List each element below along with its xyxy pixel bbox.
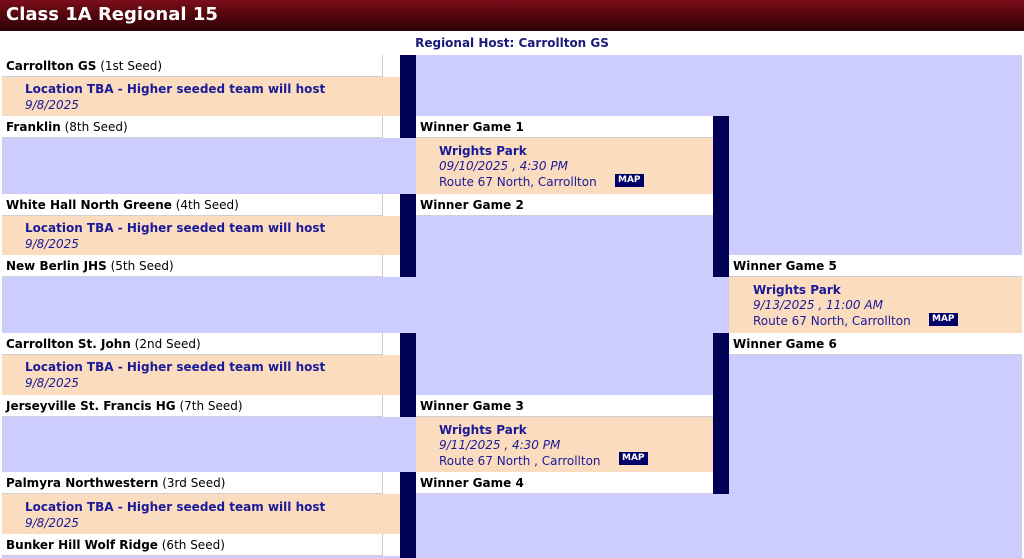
- score-cell: [382, 534, 400, 556]
- score-cell: [382, 472, 400, 494]
- bracket-team-slot: Winner Game 5: [729, 255, 1022, 277]
- winner-placeholder: Winner Game 3: [420, 399, 524, 413]
- winner-placeholder: Winner Game 2: [420, 198, 524, 212]
- game-location-box: [2, 355, 400, 395]
- venue-name: Wrights Park: [439, 423, 527, 437]
- score-cell: [382, 116, 400, 138]
- bracket-team-slot: Winner Game 4: [416, 472, 713, 494]
- regional-host-label: Regional Host: Carrollton GS: [415, 36, 609, 50]
- winner-placeholder: Winner Game 6: [733, 337, 837, 351]
- bracket-team-slot: Carrollton St. John (2nd Seed): [2, 333, 382, 355]
- game-location-title: Location TBA - Higher seeded team will h…: [25, 500, 326, 514]
- bracket-team-slot: Bunker Hill Wolf Ridge (6th Seed): [2, 534, 382, 556]
- game-location-title: Location TBA - Higher seeded team will h…: [25, 360, 326, 374]
- team-seed: (6th Seed): [161, 538, 225, 552]
- bracket-connector: [400, 333, 416, 417]
- bracket-connector: [713, 116, 729, 277]
- game-location-box: [416, 417, 713, 472]
- page-title: Class 1A Regional 15: [6, 4, 218, 25]
- venue-address: Route 67 North, Carrollton: [439, 175, 597, 189]
- bracket-team-slot: Winner Game 6: [729, 333, 1022, 355]
- game-datetime: 9/11/2025 , 4:30 PM: [439, 438, 561, 452]
- score-cell: [382, 333, 400, 355]
- game-location-box: [729, 277, 1022, 333]
- team-seed: (5th Seed): [110, 259, 174, 273]
- page-header: Class 1A Regional 15: [0, 0, 1024, 31]
- regional-host-bar: Regional Host: Carrollton GS: [2, 32, 1022, 54]
- score-cell: [382, 395, 400, 417]
- game-date: 9/8/2025: [25, 376, 79, 390]
- bracket-connector: [400, 472, 416, 558]
- bracket-team-slot: Franklin (8th Seed): [2, 116, 382, 138]
- game-datetime: 09/10/2025 , 4:30 PM: [439, 159, 568, 173]
- venue-address: Route 67 North, Carrollton: [753, 314, 911, 328]
- venue-name: Wrights Park: [439, 144, 527, 158]
- bracket-team-slot: Winner Game 2: [416, 194, 713, 216]
- bracket-connector: [713, 333, 729, 494]
- score-cell: [382, 194, 400, 216]
- team-seed: (1st Seed): [100, 59, 163, 73]
- bracket-team-slot: Carrollton GS (1st Seed): [2, 55, 382, 77]
- team-seed: (3rd Seed): [162, 476, 226, 490]
- game-location-box: [2, 216, 400, 255]
- score-cell: [382, 255, 400, 277]
- game-location-title: Location TBA - Higher seeded team will h…: [25, 82, 326, 96]
- score-cell: [382, 55, 400, 77]
- game-date: 9/8/2025: [25, 237, 79, 251]
- team-name: Palmyra Northwestern: [6, 476, 159, 490]
- map-link[interactable]: MAP: [615, 174, 644, 187]
- team-name: Carrollton St. John: [6, 337, 131, 351]
- map-link[interactable]: MAP: [619, 452, 648, 465]
- team-seed: (4th Seed): [175, 198, 239, 212]
- team-name: White Hall North Greene: [6, 198, 172, 212]
- bracket-team-slot: White Hall North Greene (4th Seed): [2, 194, 382, 216]
- bracket-connector: [400, 55, 416, 138]
- bracket-team-slot: Palmyra Northwestern (3rd Seed): [2, 472, 382, 494]
- game-location-box: [2, 494, 400, 534]
- game-date: 9/8/2025: [25, 98, 79, 112]
- team-seed: (7th Seed): [179, 399, 243, 413]
- game-date: 9/8/2025: [25, 516, 79, 530]
- team-name: Jerseyville St. Francis HG: [6, 399, 176, 413]
- team-name: Carrollton GS: [6, 59, 97, 73]
- game-datetime: 9/13/2025 , 11:00 AM: [753, 298, 883, 312]
- map-link[interactable]: MAP: [929, 313, 958, 326]
- bracket-team-slot: New Berlin JHS (5th Seed): [2, 255, 382, 277]
- winner-placeholder: Winner Game 1: [420, 120, 524, 134]
- team-name: Bunker Hill Wolf Ridge: [6, 538, 158, 552]
- team-seed: (2nd Seed): [134, 337, 201, 351]
- bracket-team-slot: Winner Game 3: [416, 395, 713, 417]
- team-name: Franklin: [6, 120, 61, 134]
- team-seed: (8th Seed): [64, 120, 128, 134]
- game-location-box: [2, 77, 400, 116]
- winner-placeholder: Winner Game 4: [420, 476, 524, 490]
- bracket-connector: [400, 194, 416, 277]
- team-name: New Berlin JHS: [6, 259, 107, 273]
- game-location-title: Location TBA - Higher seeded team will h…: [25, 221, 326, 235]
- bracket-team-slot: Winner Game 1: [416, 116, 713, 138]
- venue-name: Wrights Park: [753, 283, 841, 297]
- game-location-box: [416, 138, 713, 194]
- winner-placeholder: Winner Game 5: [733, 259, 837, 273]
- venue-address: Route 67 North , Carrollton: [439, 454, 601, 468]
- bracket-team-slot: Jerseyville St. Francis HG (7th Seed): [2, 395, 382, 417]
